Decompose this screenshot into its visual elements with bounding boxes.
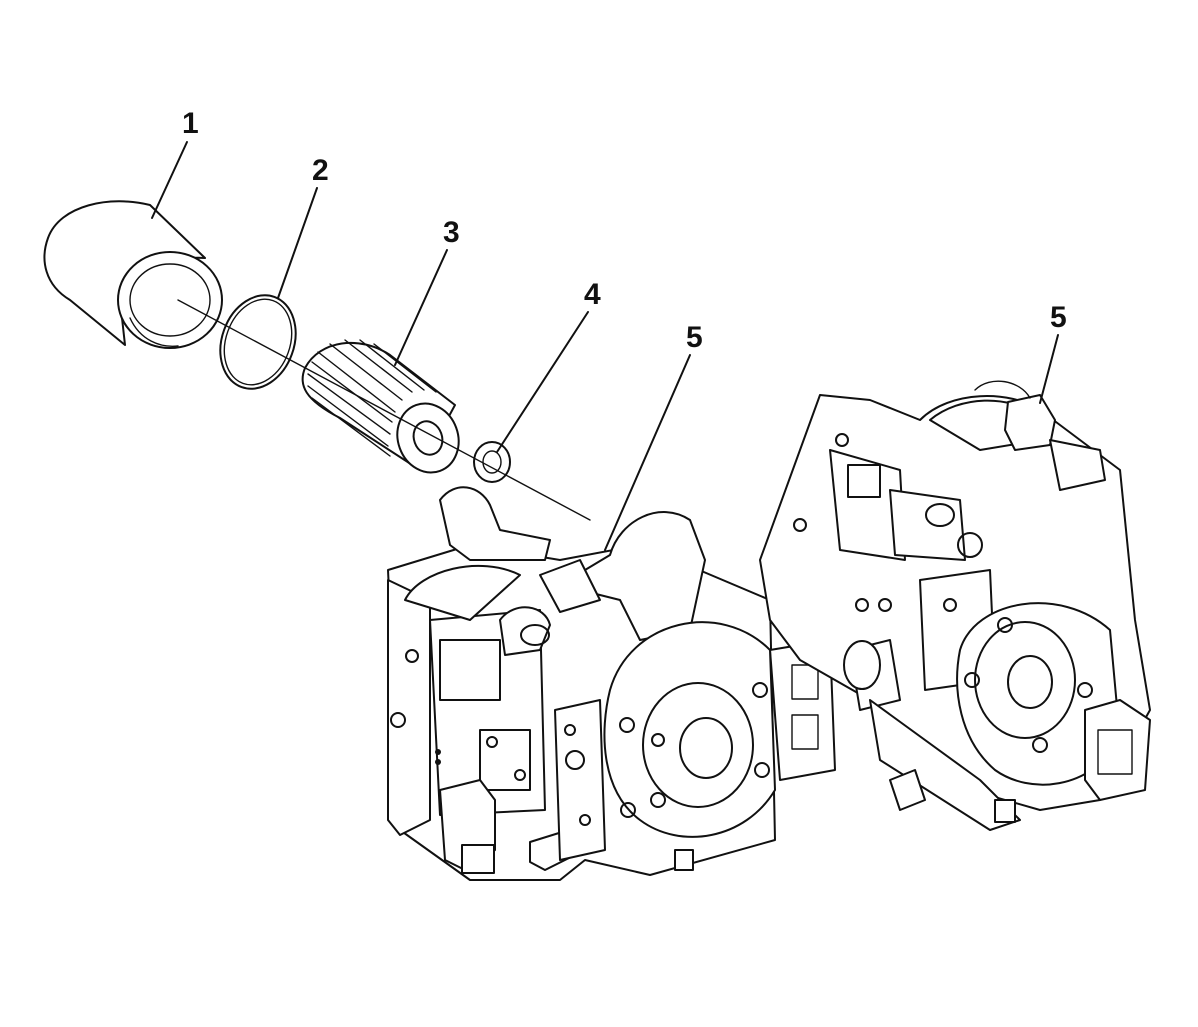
- rear-pump: [759, 380, 1151, 831]
- front-pump: [387, 486, 836, 881]
- callout-1: 1: [182, 107, 199, 140]
- callout-5a: 5: [686, 321, 703, 354]
- callout-4: 4: [584, 278, 601, 311]
- o-ring: [219, 294, 297, 390]
- callout-3: 3: [443, 216, 460, 249]
- callout-5b: 5: [1050, 301, 1067, 334]
- spacer-bushing: [473, 441, 511, 483]
- callout-2: 2: [312, 154, 329, 187]
- leader-lines: [151, 141, 1059, 551]
- filter-housing: [43, 200, 223, 349]
- assembly-axis-line: [177, 299, 591, 521]
